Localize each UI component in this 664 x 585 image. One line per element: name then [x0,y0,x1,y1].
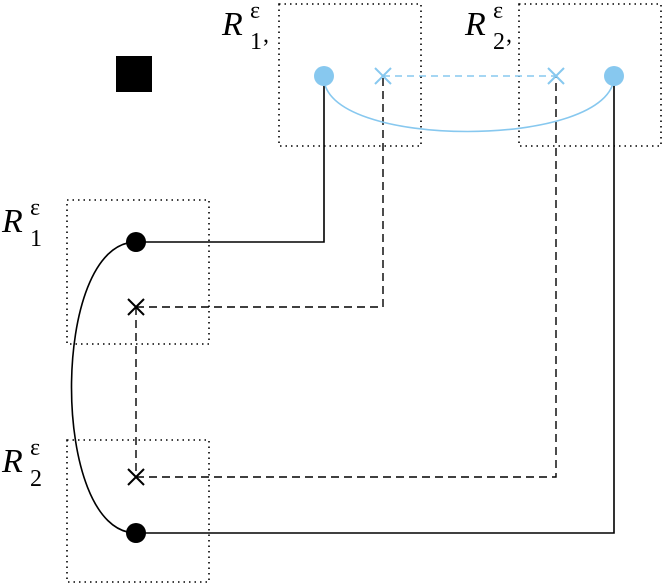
svg-text:R: R [221,6,243,43]
svg-text:R: R [1,203,23,240]
label-r2: R ε 2 [1,435,42,492]
region-box-r2 [66,439,210,583]
region-box-r1 [66,199,210,345]
svg-text:1: 1 [30,226,42,252]
dashed-path-r2-cross-to-top [136,76,557,478]
blue-solid-arc [323,75,615,133]
svg-text:R: R [464,6,486,43]
svg-text:ε: ε [30,435,40,461]
cross-marker-r2 [127,468,145,486]
dashed-path-r1-cross-to-top [136,76,384,308]
solid-path-r2-to-top [136,76,615,534]
black-square-marker [116,56,152,92]
svg-text:2: 2 [30,466,42,492]
node-dot-blue-right [604,66,624,86]
cross-marker-r1 [127,298,145,316]
svg-text:ε: ε [250,0,260,24]
svg-text:2: 2 [493,29,505,55]
solid-path-r1-to-top [136,76,325,243]
node-dot-blue-left [314,66,334,86]
node-dot-r1 [126,232,146,252]
svg-text:R: R [1,443,23,480]
solid-arc-left [70,241,137,534]
label-r1-prime: R ε 1 , [221,0,269,55]
region-box-r1-prime [278,3,422,147]
cross-marker-blue-right [547,67,565,85]
svg-text:1: 1 [250,29,262,55]
svg-text:ε: ε [30,195,40,221]
label-r1: R ε 1 [1,195,42,252]
label-r2-prime: R ε 2 , [464,0,512,55]
node-dot-r2 [126,523,146,543]
svg-text:ε: ε [493,0,503,24]
svg-text:,: , [263,22,269,48]
cross-marker-blue-left [374,67,392,85]
svg-text:,: , [506,22,512,48]
